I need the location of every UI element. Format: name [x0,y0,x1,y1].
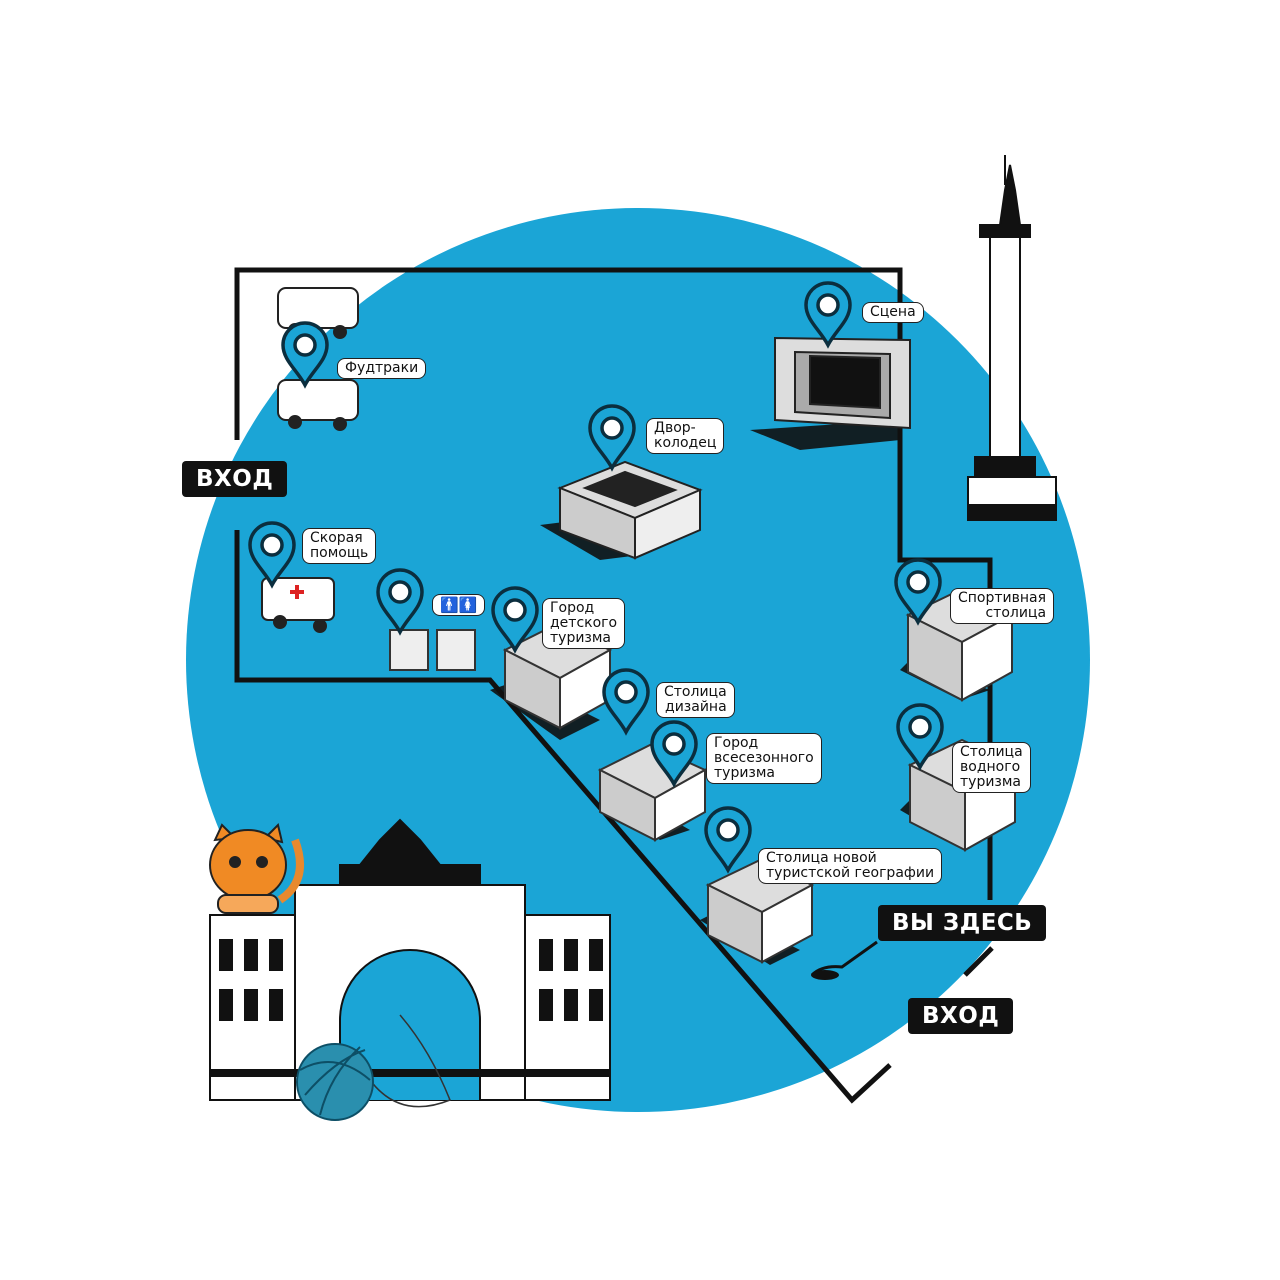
stage-building [774,336,911,430]
pin-foodtrucks-icon [281,321,329,389]
pin-stage-icon [804,281,852,349]
label-foodtrucks[interactable]: Фудтраки [337,358,427,379]
ambulance [261,577,335,633]
label-sport-capital[interactable]: Спортивная столица [950,588,1055,624]
pin-toilets-icon [376,568,424,636]
entrance-left-marker: ВХОД [182,461,288,497]
label-kids-tourism[interactable]: Город детского туризма [542,598,626,649]
label-courtyard[interactable]: Двор- колодец [646,418,725,454]
label-water-tourism[interactable]: Столица водного туризма [952,742,1031,793]
label-stage[interactable]: Сцена [862,302,924,323]
entrance-right-marker: ВХОД [908,998,1014,1034]
cat-mascot [209,823,304,914]
label-design-capital[interactable]: Столица дизайна [656,682,735,718]
map-pins [248,281,944,874]
alexander-column [967,155,1057,521]
pin-design-capital-icon [602,668,650,736]
you-are-here-marker: ВЫ ЗДЕСЬ [878,905,1047,941]
label-allseason[interactable]: Город всесезонного туризма [706,733,822,784]
pin-water-tourism-icon [896,703,944,771]
pin-allseason-icon [650,720,698,788]
pin-ambulance-icon [248,521,296,589]
pin-new-geography-icon [704,806,752,874]
label-new-geography[interactable]: Столица новой туристской географии [758,848,943,884]
label-ambulance[interactable]: Скорая помощь [302,528,377,564]
toilets-icon[interactable]: 🚹🚺 [432,594,486,616]
pin-sport-capital-icon [894,558,942,626]
yarn-ball [296,1014,451,1121]
pin-kids-tourism-icon [491,586,539,654]
courtyard-building [557,460,703,560]
pin-courtyard-icon [588,404,636,472]
toilet-cabins [389,629,476,671]
